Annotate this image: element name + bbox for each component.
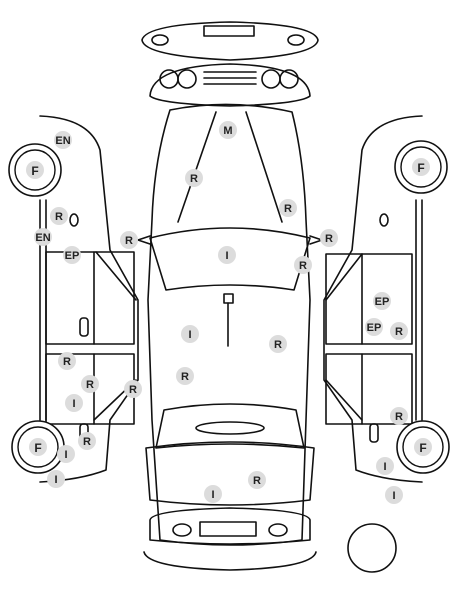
marker-label: R: [55, 211, 63, 223]
marker-left-sill-a[interactable]: I: [57, 445, 75, 463]
marker-label: I: [54, 474, 57, 486]
marker-left-rear-door-b[interactable]: R: [81, 375, 99, 393]
marker-label: EP: [367, 322, 382, 334]
marker-left-fender[interactable]: R: [50, 207, 68, 225]
marker-a-pillar-right[interactable]: R: [294, 256, 312, 274]
marker-label: R: [253, 475, 261, 487]
marker-left-rear-door-a[interactable]: R: [58, 352, 76, 370]
marker-left-front-door[interactable]: EP: [63, 246, 81, 264]
marker-label: R: [129, 384, 137, 396]
marker-label: I: [72, 398, 75, 410]
marker-right-quarter[interactable]: R: [390, 407, 408, 425]
marker-roof-mid[interactable]: R: [176, 367, 194, 385]
wheel-label: F: [419, 441, 426, 455]
marker-left-quarter[interactable]: R: [124, 380, 142, 398]
marker-label: R: [83, 436, 91, 448]
wheel-right-rear[interactable]: F: [396, 420, 450, 474]
marker-label: R: [395, 326, 403, 338]
marker-label: R: [86, 379, 94, 391]
marker-hood-left[interactable]: R: [185, 169, 203, 187]
marker-label: R: [299, 260, 307, 272]
marker-label: R: [395, 411, 403, 423]
wheel-label: F: [31, 164, 38, 178]
marker-trunk[interactable]: R: [248, 471, 266, 489]
marker-windshield[interactable]: I: [218, 246, 236, 264]
marker-left-sill-b[interactable]: I: [47, 470, 65, 488]
marker-label: I: [188, 329, 191, 341]
marker-label: EN: [35, 232, 50, 244]
right-side-view: [323, 115, 423, 483]
top-view: [137, 103, 323, 546]
wheel-label: F: [34, 441, 41, 455]
marker-label: R: [181, 371, 189, 383]
marker-right-sill-b[interactable]: I: [385, 486, 403, 504]
marker-label: EP: [65, 250, 80, 262]
marker-label: I: [383, 461, 386, 473]
marker-mirror-left[interactable]: R: [120, 231, 138, 249]
marker-left-fender-top[interactable]: EN: [54, 131, 72, 149]
marker-hood-center[interactable]: M: [219, 121, 237, 139]
marker-label: I: [392, 490, 395, 502]
marker-right-sill-a[interactable]: I: [376, 457, 394, 475]
marker-label: M: [223, 125, 232, 137]
marker-label: R: [284, 203, 292, 215]
marker-label: R: [190, 173, 198, 185]
front-view: [141, 21, 319, 107]
marker-label: R: [274, 339, 282, 351]
wheel-label: F: [417, 161, 424, 175]
marker-label: EN: [55, 135, 70, 147]
marker-label: I: [211, 489, 214, 501]
wheel-right-front[interactable]: F: [394, 140, 448, 194]
rear-view: [143, 507, 397, 573]
marker-label: R: [63, 356, 71, 368]
marker-rear-window[interactable]: I: [204, 485, 222, 503]
marker-right-front-door-b[interactable]: EP: [365, 318, 383, 336]
marker-left-rear-door-d[interactable]: R: [78, 432, 96, 450]
marker-hood-right[interactable]: R: [279, 199, 297, 217]
marker-label: EP: [375, 296, 390, 308]
wheel-left-rear[interactable]: F: [11, 420, 65, 474]
marker-roof-right[interactable]: R: [269, 335, 287, 353]
marker-right-front-door-c[interactable]: R: [390, 322, 408, 340]
marker-label: I: [64, 449, 67, 461]
marker-roof-left[interactable]: I: [181, 325, 199, 343]
marker-left-fender-low[interactable]: EN: [34, 228, 52, 246]
wheel-left-front[interactable]: F: [8, 143, 62, 197]
marker-label: R: [125, 235, 133, 247]
marker-label: R: [325, 233, 333, 245]
marker-left-rear-door-c[interactable]: I: [65, 394, 83, 412]
marker-right-front-door-a[interactable]: EP: [373, 292, 391, 310]
marker-label: I: [225, 250, 228, 262]
marker-mirror-right[interactable]: R: [320, 229, 338, 247]
